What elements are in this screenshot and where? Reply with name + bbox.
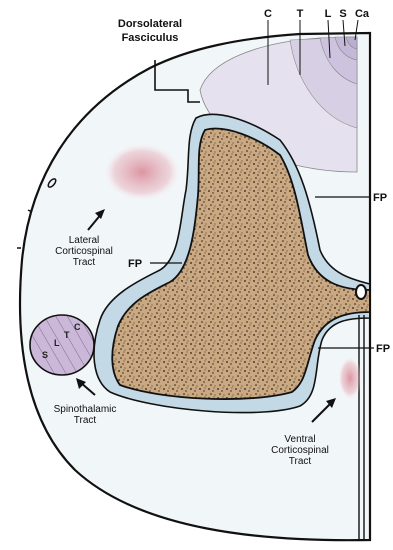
- lateral-corticospinal-tract: [102, 142, 182, 202]
- ventral-label-line2: Corticospinal: [271, 445, 329, 456]
- ventral-label-line1: Ventral: [284, 434, 315, 445]
- ventral-corticospinal-tract: [338, 356, 362, 400]
- ventral-label-line3: Tract: [289, 456, 312, 467]
- central-canal: [356, 285, 366, 299]
- spino-label-line1: Spinothalamic: [54, 404, 117, 415]
- tract-l-label: L: [54, 338, 60, 348]
- spinothalamic-tract: S L T C: [30, 315, 94, 375]
- spino-label-line2: Tract: [74, 415, 97, 426]
- col-s-label: S: [339, 8, 346, 20]
- fp-upper-label: FP: [373, 192, 387, 204]
- col-c-label: C: [264, 8, 272, 20]
- dorsolateral-label-line2: Fasciculus: [122, 32, 179, 44]
- tract-c-label: C: [74, 322, 81, 332]
- col-t-label: T: [297, 8, 304, 20]
- lateral-label-line3: Tract: [73, 257, 96, 268]
- tract-s-label: S: [42, 350, 48, 360]
- lateral-label-line2: Corticospinal: [55, 246, 113, 257]
- tract-t-label: T: [64, 330, 70, 340]
- col-ca-label: Ca: [355, 8, 370, 20]
- fp-lower-label: FP: [376, 343, 390, 355]
- lateral-label-line1: Lateral: [69, 235, 100, 246]
- col-l-label: L: [325, 8, 332, 20]
- fp-left-label: FP: [128, 258, 142, 270]
- dorsolateral-label-line1: Dorsolateral: [118, 18, 182, 30]
